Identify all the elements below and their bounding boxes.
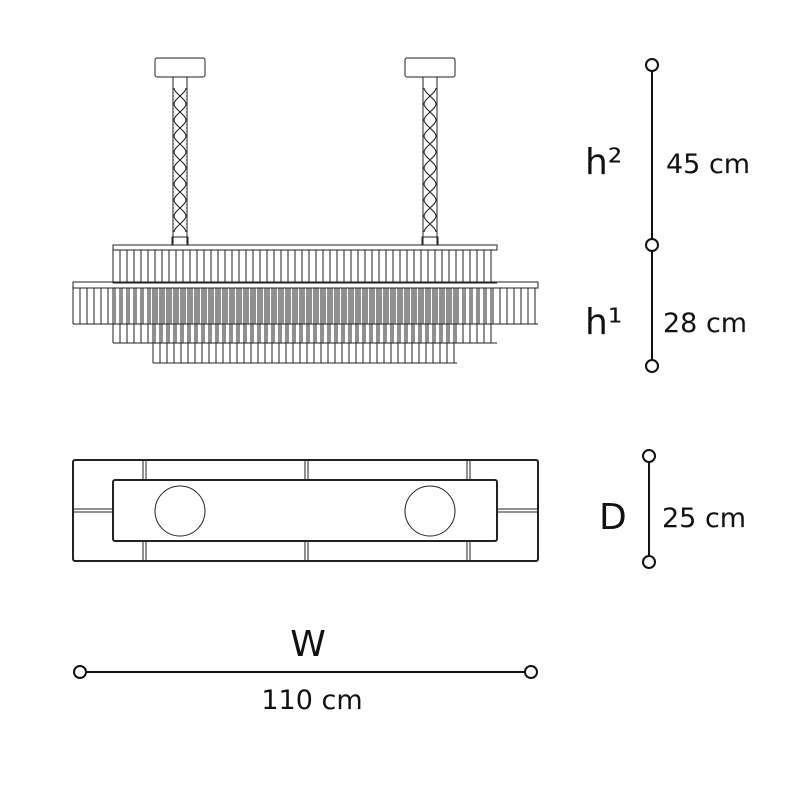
ceiling-canopy-right	[404, 57, 456, 78]
rod-base	[171, 236, 189, 246]
dimension-endpoint	[524, 665, 538, 679]
canopy-circle-right	[404, 485, 456, 537]
dimension-endpoint	[642, 555, 656, 569]
elevation-view	[72, 57, 539, 364]
canopy-circle-left	[154, 485, 206, 537]
top-view-inner-frame	[112, 479, 498, 542]
h2-symbol: h²	[585, 142, 622, 183]
height-dimension	[645, 58, 659, 373]
suspension-rods	[171, 76, 439, 246]
dimension-endpoint	[645, 58, 659, 72]
h2-value: 45 cm	[666, 149, 750, 180]
outer-crystal-tier	[72, 288, 538, 325]
width-symbol: W	[290, 624, 326, 665]
dimension-endpoint	[645, 359, 659, 373]
inner-crystal-tier	[152, 288, 457, 364]
depth-symbol: D	[599, 497, 627, 538]
twisted-rod-pattern	[423, 87, 437, 233]
rod-base	[421, 236, 439, 246]
top-crystal-tier	[112, 250, 497, 284]
h1-symbol: h¹	[585, 302, 622, 343]
top-tier-band	[112, 244, 498, 251]
top-view-outer-frame	[72, 459, 539, 562]
crystal-tiers	[72, 244, 539, 364]
dimension-endpoint	[642, 449, 656, 463]
depth-dimension	[642, 449, 656, 569]
twisted-rod-pattern	[173, 87, 187, 233]
main-band	[72, 281, 539, 289]
depth-value: 25 cm	[662, 503, 746, 534]
dimension-endpoint	[645, 238, 659, 252]
width-value: 110 cm	[261, 685, 362, 716]
h1-value: 28 cm	[663, 308, 747, 339]
frame-dividers	[74, 461, 537, 560]
top-view	[72, 459, 539, 562]
middle-crystal-tier	[112, 288, 497, 344]
ceiling-canopy-left	[154, 57, 206, 78]
dimension-endpoint	[73, 665, 87, 679]
width-dimension	[73, 665, 538, 679]
